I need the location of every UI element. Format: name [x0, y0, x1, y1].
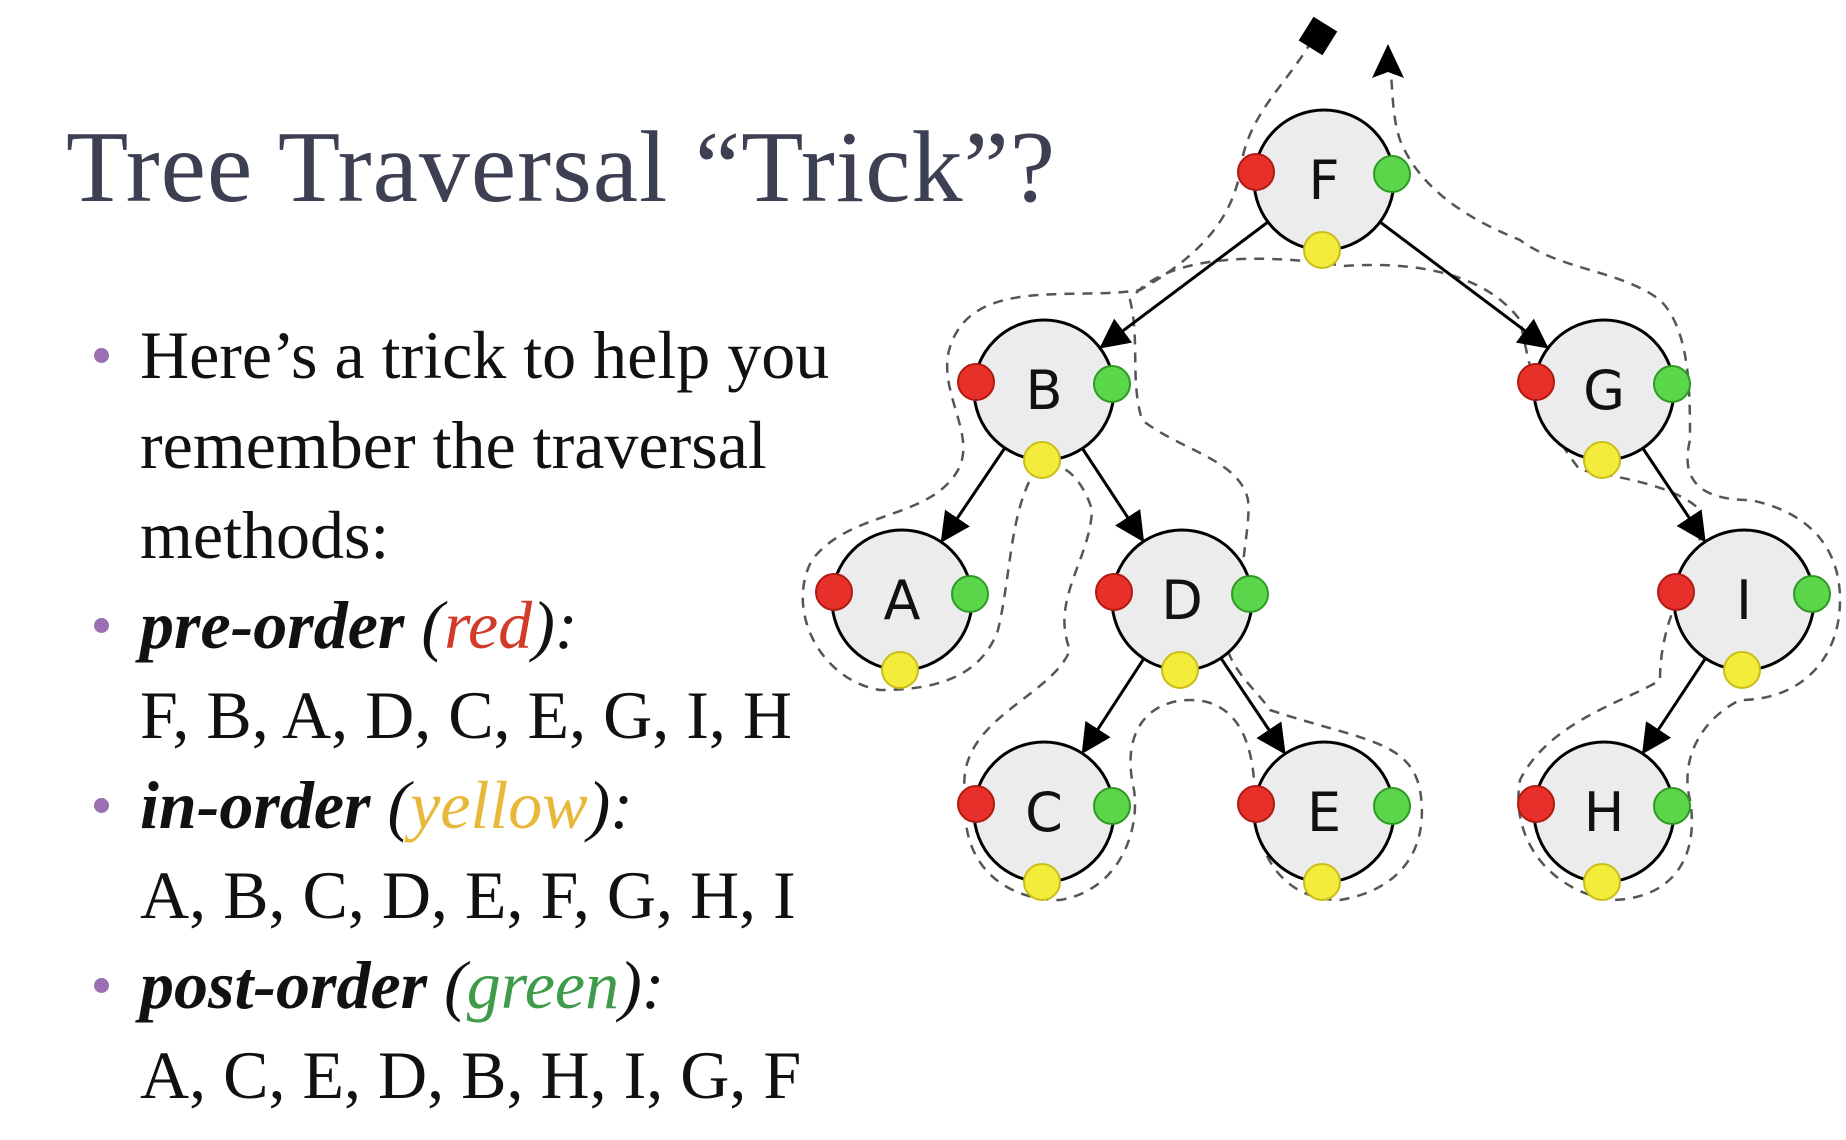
- tree-edges: [940, 220, 1707, 755]
- traversal-contour: [801, 16, 1842, 902]
- in-order-color-word: yellow: [410, 767, 588, 843]
- bullet-dot: [94, 798, 109, 813]
- edge-G-I: [1641, 447, 1706, 543]
- node-label: I: [1736, 569, 1752, 632]
- node-label: G: [1583, 359, 1625, 422]
- pre-order-dot: [957, 785, 995, 823]
- tree-node-H: H: [1517, 740, 1691, 901]
- bullet-post-order: post-order (green): A, C, E, D, B, H, I,…: [90, 940, 920, 1120]
- node-label: A: [884, 569, 921, 632]
- pre-order-dot: [1095, 573, 1133, 611]
- edge-D-E: [1219, 657, 1286, 755]
- in-order-dot: [1023, 441, 1061, 479]
- in-order-dot: [1303, 863, 1341, 901]
- node-label: C: [1025, 781, 1063, 844]
- post-order-sequence: A, C, E, D, B, H, I, G, F: [140, 1037, 802, 1113]
- post-order-dot: [1793, 575, 1831, 613]
- pre-order-dot: [1237, 153, 1275, 191]
- edge-F-B: [1099, 220, 1269, 349]
- node-label: B: [1025, 359, 1062, 422]
- post-order-dot: [1373, 155, 1411, 193]
- post-order-dot: [1653, 365, 1691, 403]
- in-order-dot: [1161, 651, 1199, 689]
- tree-node-E: E: [1237, 740, 1411, 901]
- pre-order-dot: [1657, 573, 1695, 611]
- bullet-intro: Here’s a trick to help you remember the …: [90, 310, 920, 580]
- in-order-open-paren: (: [370, 767, 411, 843]
- post-order-dot: [1373, 787, 1411, 825]
- contour-start-marker: [1298, 16, 1338, 56]
- in-order-dot: [1303, 231, 1341, 269]
- tree-node-I: I: [1657, 528, 1831, 689]
- in-order-dot: [1583, 863, 1621, 901]
- post-order-dot: [951, 575, 989, 613]
- pre-order-close-paren: ):: [532, 587, 578, 663]
- tree-node-C: C: [957, 740, 1131, 901]
- tree-node-A: A: [815, 528, 989, 689]
- post-order-keyword: post-order: [140, 947, 428, 1023]
- bullet-pre-order: pre-order (red): F, B, A, D, C, E, G, I,…: [90, 580, 920, 760]
- tree-node-G: G: [1517, 318, 1691, 479]
- node-label: D: [1161, 569, 1203, 632]
- in-order-dot: [1023, 863, 1061, 901]
- post-order-dot: [1653, 787, 1691, 825]
- post-order-dot: [1093, 787, 1131, 825]
- pre-order-open-paren: (: [404, 587, 445, 663]
- edge-F-G: [1379, 220, 1549, 349]
- tree-nodes: F B G A D I C E H: [815, 108, 1831, 901]
- bullet-dot: [94, 618, 109, 633]
- edge-D-C: [1081, 657, 1146, 755]
- pre-order-dot: [1237, 785, 1275, 823]
- tree-node-D: D: [1095, 528, 1269, 689]
- node-label: H: [1584, 781, 1625, 844]
- node-label: E: [1307, 781, 1341, 844]
- pre-order-dot: [1517, 363, 1555, 401]
- traversal-contour-path: [801, 39, 1842, 902]
- post-order-close-paren: ):: [619, 947, 665, 1023]
- bullet-dot: [94, 978, 109, 993]
- post-order-open-paren: (: [427, 947, 467, 1023]
- pre-order-keyword: pre-order: [140, 587, 405, 663]
- post-order-dot: [1093, 365, 1131, 403]
- in-order-dot: [1583, 441, 1621, 479]
- intro-text: Here’s a trick to help you remember the …: [140, 317, 830, 573]
- bullet-dot: [94, 348, 109, 363]
- in-order-close-paren: ):: [587, 767, 633, 843]
- pre-order-sequence: F, B, A, D, C, E, G, I, H: [140, 677, 792, 753]
- edge-I-H: [1642, 657, 1707, 755]
- node-label: F: [1308, 149, 1339, 212]
- pre-order-color-word: red: [444, 587, 533, 663]
- pre-order-dot: [957, 363, 995, 401]
- slide-title: Tree Traversal “Trick”?: [66, 111, 1057, 224]
- in-order-keyword: in-order: [140, 767, 371, 843]
- post-order-color-word: green: [466, 947, 620, 1023]
- bullet-list: Here’s a trick to help you remember the …: [90, 310, 920, 1120]
- in-order-dot: [1723, 651, 1761, 689]
- post-order-dot: [1231, 575, 1269, 613]
- tree-node-F: F: [1237, 108, 1411, 269]
- tree-node-B: B: [957, 318, 1131, 479]
- contour-end-arrow-icon: [1372, 44, 1404, 78]
- pre-order-dot: [815, 573, 853, 611]
- in-order-dot: [881, 651, 919, 689]
- pre-order-dot: [1517, 785, 1555, 823]
- edge-B-D: [1081, 447, 1145, 543]
- in-order-sequence: A, B, C, D, E, F, G, H, I: [140, 857, 796, 933]
- bullet-in-order: in-order (yellow): A, B, C, D, E, F, G, …: [90, 760, 920, 940]
- edge-B-A: [940, 447, 1007, 543]
